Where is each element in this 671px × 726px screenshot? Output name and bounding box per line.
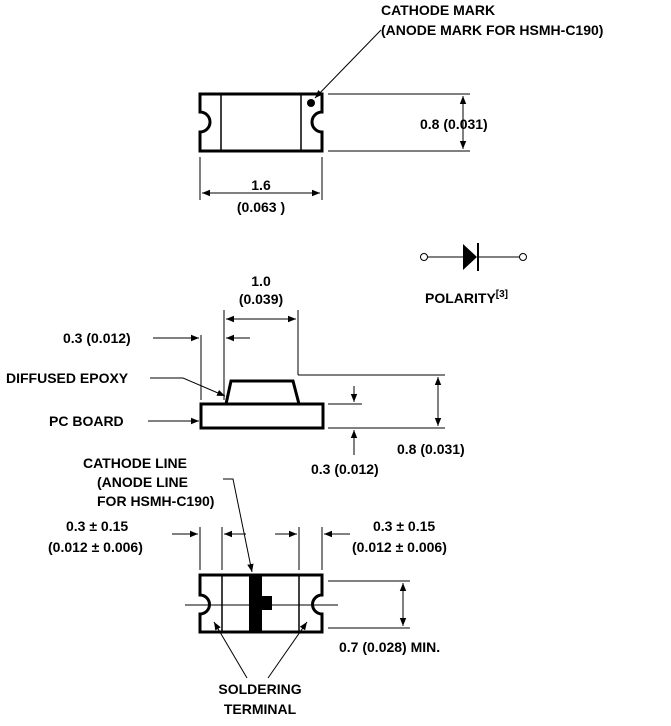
polarity-footnote: [3] xyxy=(496,289,508,300)
cathode-line-sublabel-2: FOR HSMH-C190) xyxy=(97,493,214,509)
pc-board-body xyxy=(199,402,325,430)
anode-terminal-icon xyxy=(420,253,428,261)
lens-width-value: 1.0 xyxy=(251,273,271,289)
polarity-symbol: POLARITY[3] xyxy=(420,243,527,306)
top-width-dim-value: 1.6 xyxy=(251,177,271,193)
cathode-line-tab xyxy=(262,596,272,610)
cathode-line-sublabel-1: (ANODE LINE xyxy=(97,474,188,490)
side-view: 1.0 (0.039) 0.3 (0.012) DIFFUSED EPOXY P… xyxy=(6,273,465,477)
top-height-dim: 0.8 (0.031) xyxy=(420,116,488,132)
total-height-dim: 0.8 (0.031) xyxy=(397,441,465,457)
polarity-label: POLARITY[3] xyxy=(425,289,508,306)
diode-triangle-icon xyxy=(463,244,477,270)
cathode-mark-dot xyxy=(307,99,315,107)
cathode-line-leader xyxy=(223,478,254,573)
bottom-view: CATHODE LINE (ANODE LINE FOR HSMH-C190) … xyxy=(48,455,447,717)
top-view: CATHODE MARK (ANODE MARK FOR HSMH-C190) … xyxy=(198,2,603,215)
soldering-leader-right xyxy=(267,621,308,679)
board-height-dim: 0.3 (0.012) xyxy=(311,461,379,477)
left-terminal-dim-inches: (0.012 ± 0.006) xyxy=(48,539,143,555)
diffused-epoxy-leader xyxy=(150,377,226,397)
offset-dim: 0.3 (0.012) xyxy=(63,330,131,346)
cathode-mark-sublabel: (ANODE MARK FOR HSMH-C190) xyxy=(381,22,603,38)
min-height-dim: 0.7 (0.028) MIN. xyxy=(339,639,440,655)
cathode-line-label: CATHODE LINE xyxy=(83,455,187,471)
cathode-mark-leader xyxy=(314,29,382,99)
cathode-mark-label: CATHODE MARK xyxy=(381,2,495,18)
soldering-terminal-label: SOLDERING xyxy=(218,681,301,697)
cathode-terminal-icon xyxy=(519,253,527,261)
pc-board-label: PC BOARD xyxy=(49,413,124,429)
lens-width-inches: (0.039) xyxy=(239,291,283,307)
diffused-epoxy-label: DIFFUSED EPOXY xyxy=(6,370,129,386)
top-view-package-outline xyxy=(198,92,324,153)
soldering-leader-left xyxy=(213,621,248,679)
right-terminal-dim: 0.3 ± 0.15 xyxy=(373,518,435,534)
cathode-line-bar xyxy=(249,575,262,632)
diffused-epoxy-lens xyxy=(224,379,301,406)
right-terminal-dim-inches: (0.012 ± 0.006) xyxy=(352,539,447,555)
soldering-terminal-sublabel: TERMINAL xyxy=(224,701,297,717)
top-width-dim-inches: (0.063 ) xyxy=(237,199,285,215)
left-terminal-dim: 0.3 ± 0.15 xyxy=(66,518,128,534)
